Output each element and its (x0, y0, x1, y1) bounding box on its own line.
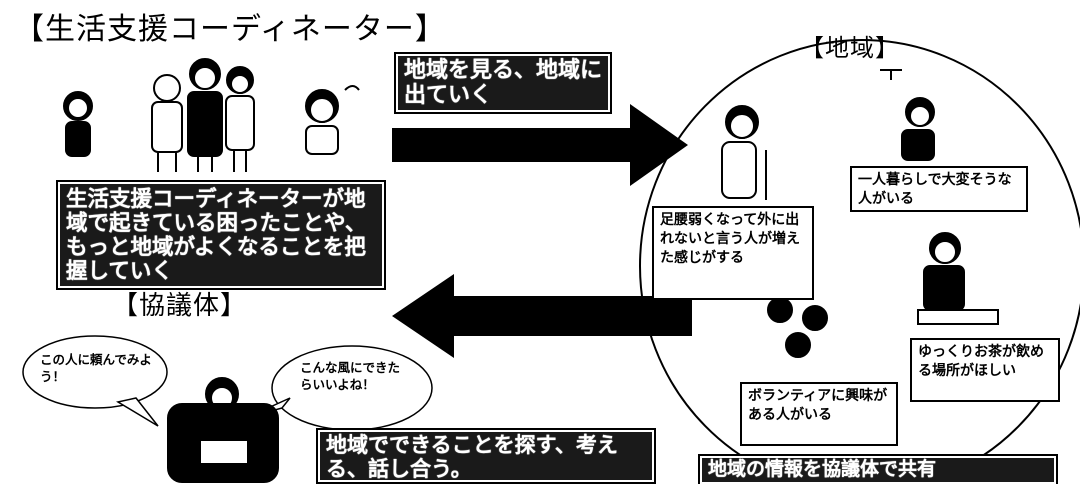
council-people-illustration (167, 377, 279, 483)
find-box: 地域でできることを探す、考える、話し合う。 (316, 428, 656, 484)
note-living-alone: 一人暮らしで大変そうな人がいる (850, 166, 1028, 212)
region-heading: 【地域】 (800, 34, 900, 62)
share-box: 地域の情報を協議体で共有 (698, 454, 1058, 484)
right-arrow (392, 104, 688, 186)
grasp-box: 生活支援コーディネーターが地域で起きている困ったことや、もっと地域がよくなること… (56, 180, 386, 290)
bubble-could-do: こんな風にできたらいいよね！ (300, 360, 401, 392)
region-circle (639, 39, 1080, 484)
coordinator-heading: 【生活支援コーディネーター】 (14, 12, 446, 47)
coordinator-people-illustration (63, 58, 360, 172)
council-heading: 【協議体】 (112, 291, 248, 321)
note-weak-legs: 足腰弱くなって外に出れないと言う人が増えた感じがする (652, 206, 814, 300)
note-volunteer: ボランティアに興味がある人がいる (740, 382, 898, 446)
go-out-box: 地域を見る、地域に出ていく (394, 52, 612, 114)
region-people-illustration (721, 69, 999, 358)
bubble-ask-person: この人に頼んでみよう！ (40, 352, 152, 384)
left-arrow (392, 274, 692, 358)
speech-bubble-left (22, 335, 168, 427)
note-tea-place: ゆっくりお茶が飲める場所がほしい (910, 338, 1060, 402)
